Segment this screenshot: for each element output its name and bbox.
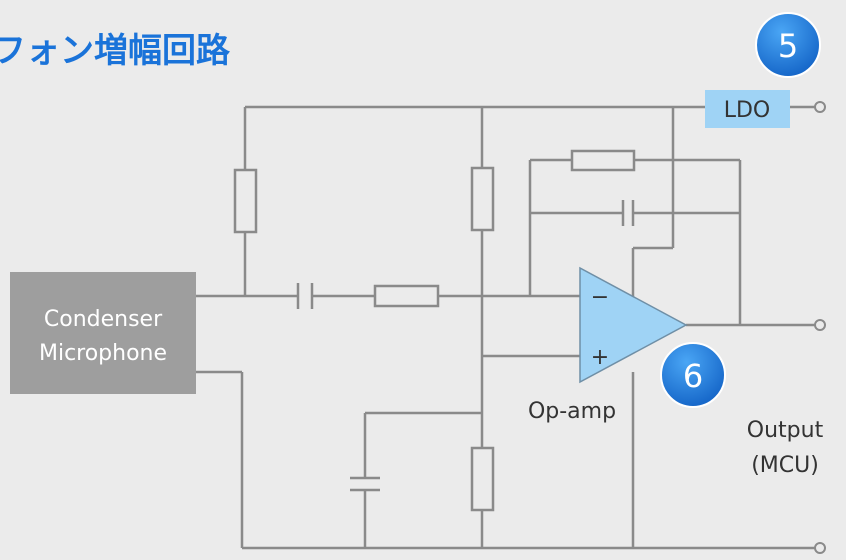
- opamp-triangle: [579, 266, 688, 384]
- badge-6: 6: [660, 342, 726, 408]
- page-title: フォン増幅回路: [0, 31, 231, 71]
- resistor-feedback: [570, 149, 636, 172]
- resistor-r1: [233, 168, 258, 234]
- ldo-block: [705, 90, 790, 128]
- badge-6-number: 6: [683, 357, 703, 395]
- badge-5-number: 5: [778, 27, 798, 65]
- components: [233, 149, 636, 512]
- resistor-r4: [470, 446, 495, 512]
- wires: [196, 105, 815, 550]
- output-label-line2: (MCU): [751, 453, 819, 478]
- opamp-plus-sign: +: [591, 345, 609, 370]
- terminal-supply: [814, 101, 826, 113]
- resistor-r2: [470, 166, 495, 232]
- opamp-minus-sign: −: [591, 285, 609, 310]
- badge-5-circle: [755, 12, 821, 78]
- mic-label-line1: Condenser: [44, 307, 163, 332]
- condenser-microphone-block: [10, 272, 196, 394]
- badge-5: 5: [755, 12, 821, 78]
- output-label-line1: Output: [747, 418, 824, 443]
- ldo-label: LDO: [724, 98, 771, 123]
- resistor-r3: [373, 284, 440, 308]
- terminal-output: [814, 319, 826, 331]
- mic-label-line2: Microphone: [39, 341, 167, 366]
- terminal-ground: [814, 542, 826, 554]
- badge-6-circle: [660, 342, 726, 408]
- opamp-label: Op-amp: [528, 399, 616, 424]
